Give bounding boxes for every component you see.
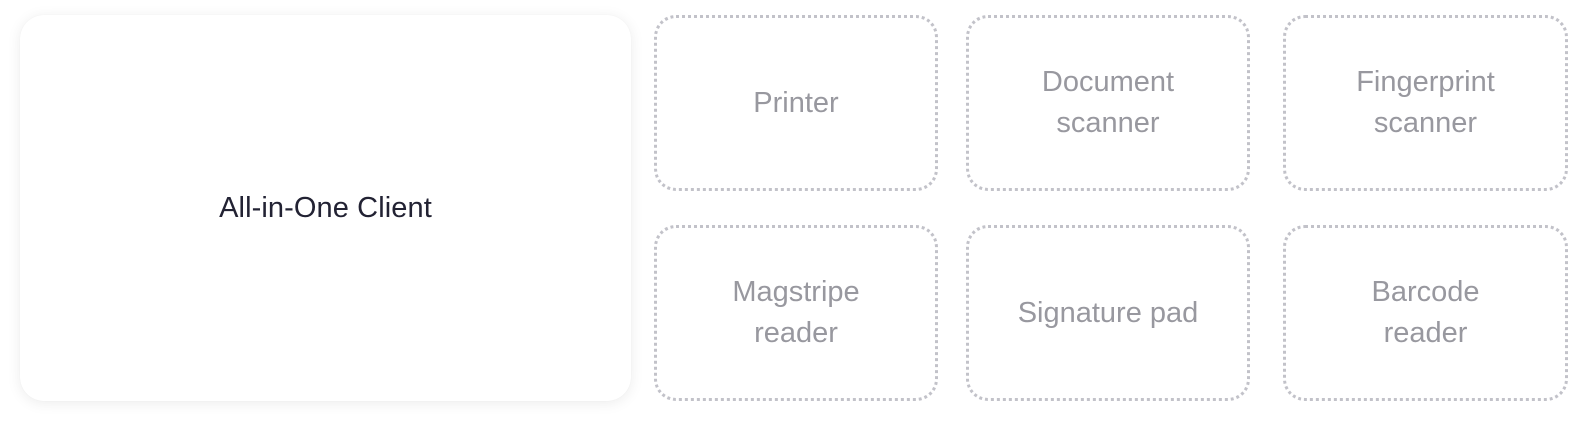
device-label: Document scanner [1041,66,1175,139]
all-in-one-client-card: All-in-One Client [20,15,631,401]
device-grid: Printer Document scanner Fingerprint sca… [654,15,1568,401]
device-magstripe-reader: Magstripe reader [654,225,938,401]
all-in-one-client-title: All-in-One Client [219,191,432,224]
device-fingerprint-scanner: Fingerprint scanner [1283,15,1568,191]
device-document-scanner: Document scanner [966,15,1250,191]
device-label: Signature pad [1017,296,1199,329]
device-label: Magstripe reader [732,276,860,349]
device-signature-pad: Signature pad [966,225,1250,401]
device-label: Fingerprint scanner [1356,66,1495,139]
device-label: Printer [753,86,839,119]
device-barcode-reader: Barcode reader [1283,225,1568,401]
device-printer: Printer [654,15,938,191]
device-label: Barcode reader [1371,276,1480,349]
